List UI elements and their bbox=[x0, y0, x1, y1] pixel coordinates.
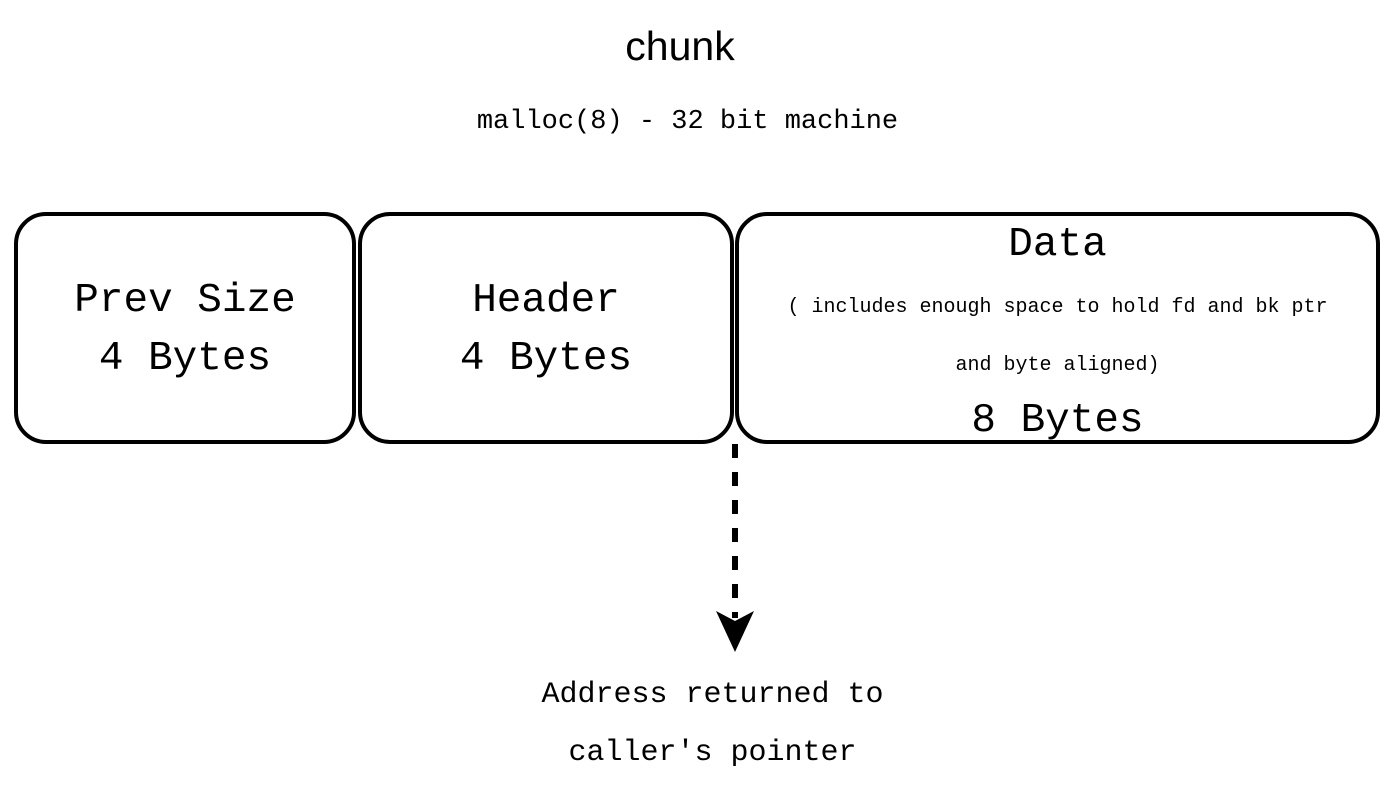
block-prev-size bbox=[14, 212, 356, 444]
block-prev-size-size: 4 Bytes bbox=[98, 336, 272, 382]
pointer-arrow-head bbox=[716, 611, 754, 652]
pointer-arrow-icon bbox=[716, 444, 754, 652]
block-header-size: 4 Bytes bbox=[459, 336, 633, 382]
block-data bbox=[735, 212, 1380, 444]
block-data-label: Data bbox=[1008, 222, 1107, 268]
block-data-note-line-1: ( includes enough space to hold fd and b… bbox=[787, 296, 1328, 319]
block-data-size: 8 Bytes bbox=[971, 398, 1144, 444]
diagram-subtitle: malloc(8) - 32 bit machine bbox=[476, 107, 899, 137]
block-header-text: Header 4 Bytes bbox=[358, 272, 734, 388]
pointer-caption-line-2: caller's pointer bbox=[568, 736, 857, 770]
pointer-caption: Address returned to caller's pointer bbox=[0, 666, 1400, 782]
block-header-label: Header bbox=[472, 278, 620, 324]
block-prev-size-label: Prev Size bbox=[74, 278, 296, 324]
block-prev-size-text: Prev Size 4 Bytes bbox=[14, 272, 356, 388]
block-header bbox=[358, 212, 734, 444]
block-data-note-line-2: and byte aligned) bbox=[955, 354, 1160, 377]
page-title: chunk bbox=[625, 23, 735, 69]
pointer-caption-line-1: Address returned to bbox=[541, 678, 884, 712]
